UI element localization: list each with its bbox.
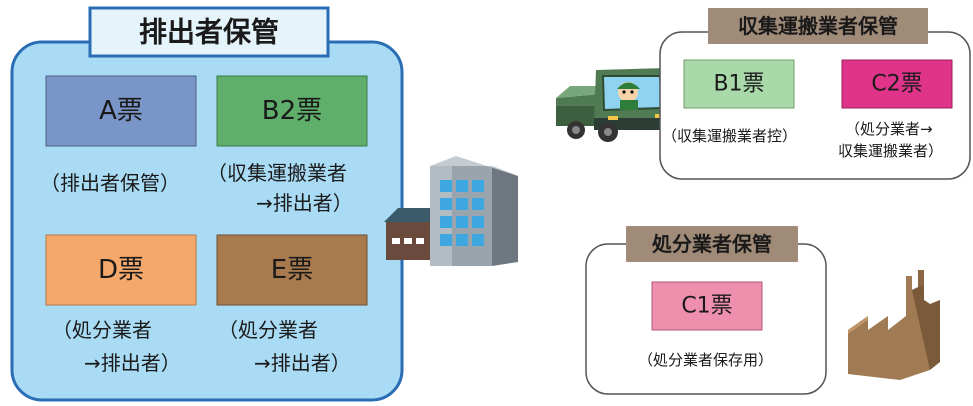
ticket-c2-caption-line1: （処分業者→ — [845, 120, 933, 138]
ticket-a-label: A票 — [99, 96, 143, 126]
ticket-e-caption-line2: →排出者） — [254, 351, 351, 375]
ticket-d — [45, 234, 197, 306]
ticket-c2 — [841, 59, 953, 109]
transporter-title-box — [708, 8, 928, 44]
ticket-e-label: E票 — [271, 255, 313, 285]
truck-icon — [556, 68, 674, 142]
discharger-title: 排出者保管 — [139, 16, 279, 49]
disposer-title: 処分業者保管 — [652, 232, 772, 256]
ticket-b1-label: B1票 — [713, 72, 764, 97]
ticket-c1-label: C1票 — [681, 294, 732, 319]
ticket-d-caption-line1: （処分業者 — [52, 318, 152, 342]
discharger-title-box — [88, 6, 330, 58]
ticket-b2-caption-line1: （収集運搬業者 — [207, 161, 347, 185]
ticket-c2-caption-line2: 収集運搬業者） — [838, 142, 943, 160]
ticket-c2-label: C2票 — [871, 72, 922, 97]
disposer-title-box — [626, 226, 798, 262]
ticket-b1 — [683, 59, 795, 109]
ticket-c1 — [651, 281, 763, 331]
ticket-e — [216, 234, 368, 306]
ticket-d-caption-line2: →排出者） — [84, 351, 181, 375]
ticket-b2-label: B2票 — [262, 96, 322, 126]
ticket-b1-caption: （収集運搬業者控） — [662, 127, 797, 145]
ticket-a-caption: （排出者保管） — [40, 171, 180, 195]
ticket-b2-caption-line2: →排出者） — [256, 191, 353, 215]
ticket-a — [45, 75, 197, 147]
ticket-e-caption-line1: （処分業者 — [218, 318, 318, 342]
office-building-icon — [384, 156, 518, 266]
transporter-title: 収集運搬業者保管 — [738, 14, 898, 38]
ticket-d-label: D票 — [98, 255, 144, 285]
factory-icon — [848, 270, 940, 380]
ticket-c1-caption: （処分業者保存用） — [638, 351, 773, 369]
ticket-b2 — [216, 75, 368, 147]
